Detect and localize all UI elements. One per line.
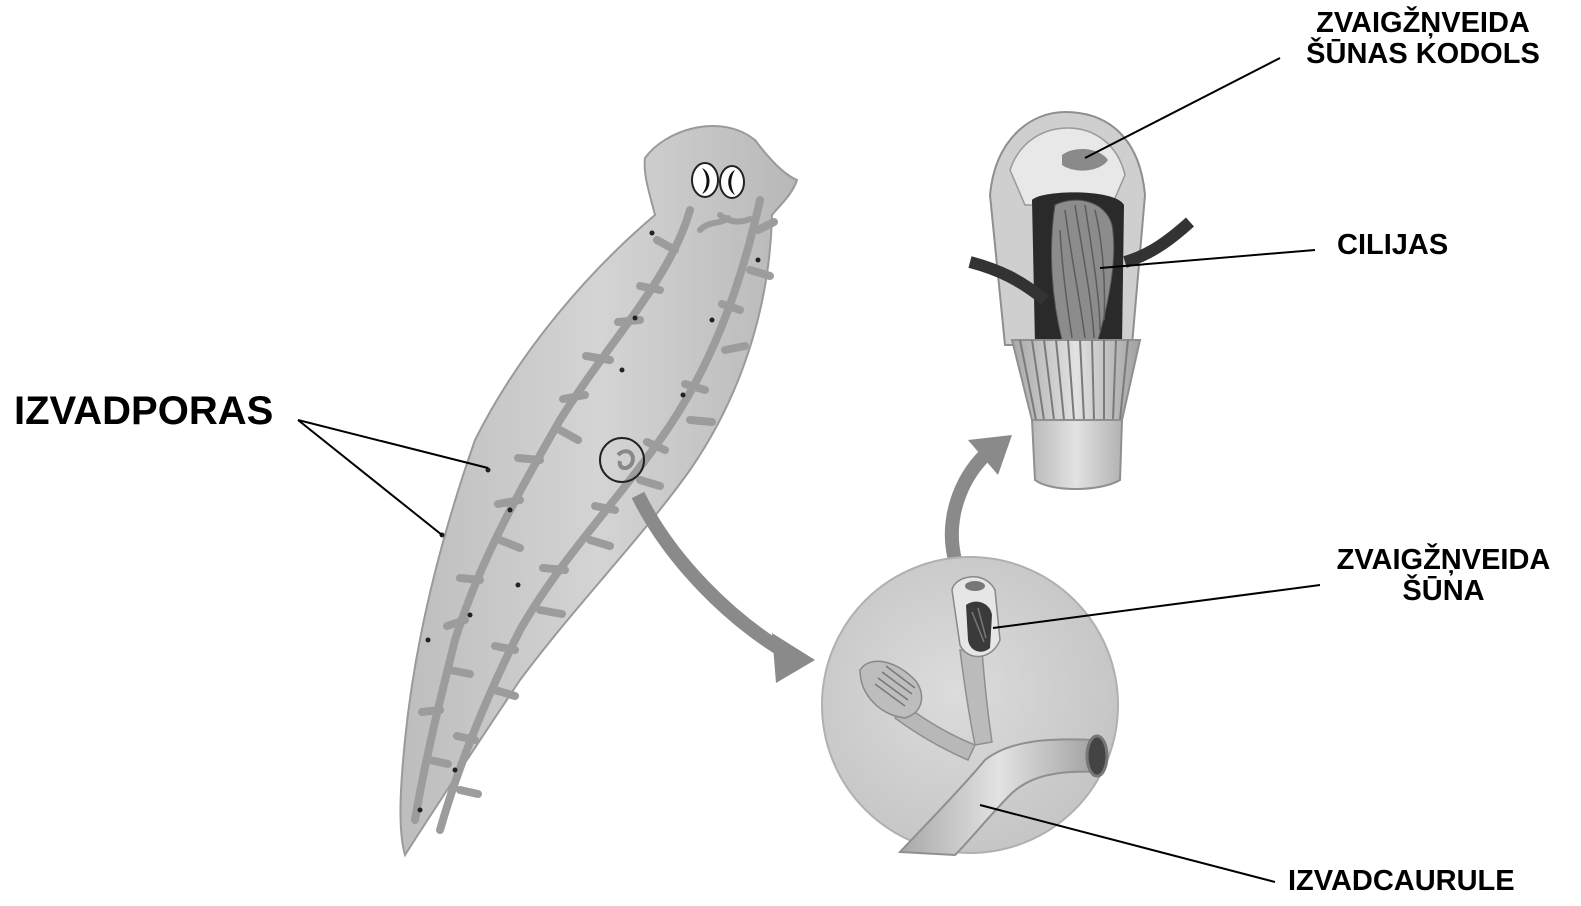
- label-suna-line2: ŠŪNA: [1321, 576, 1566, 607]
- magnified-view: [822, 557, 1118, 855]
- planarian-outline: [400, 126, 797, 855]
- label-izvadporas: IZVADPORAS: [14, 390, 273, 433]
- label-zvaigznveida-suna: ZVAIGŽŅVEIDA ŠŪNA: [1321, 545, 1566, 608]
- label-zvaigznveida-sunas-kodols: ZVAIGŽŅVEIDA ŠŪNAS KODOLS: [1283, 8, 1563, 71]
- zoom-arrow-to-flame-cell: [952, 435, 1012, 560]
- label-kodols-line1: ZVAIGŽŅVEIDA: [1283, 8, 1563, 39]
- label-izvadcaurule: IZVADCAURULE: [1288, 866, 1515, 897]
- label-cilijas: CILIJAS: [1337, 230, 1448, 261]
- planarian-body: [400, 126, 797, 855]
- leader-kodols: [1085, 58, 1280, 158]
- label-izvadcaurule-text: IZVADCAURULE: [1288, 866, 1515, 897]
- label-suna-line1: ZVAIGŽŅVEIDA: [1321, 545, 1566, 576]
- label-kodols-line2: ŠŪNAS KODOLS: [1283, 39, 1563, 70]
- enlarged-flame-cell: [970, 112, 1190, 489]
- label-izvadporas-text: IZVADPORAS: [14, 390, 273, 433]
- zoom-arrow-to-circle: [638, 495, 815, 683]
- label-cilijas-text: CILIJAS: [1337, 230, 1448, 261]
- right-eye-icon: [720, 166, 744, 198]
